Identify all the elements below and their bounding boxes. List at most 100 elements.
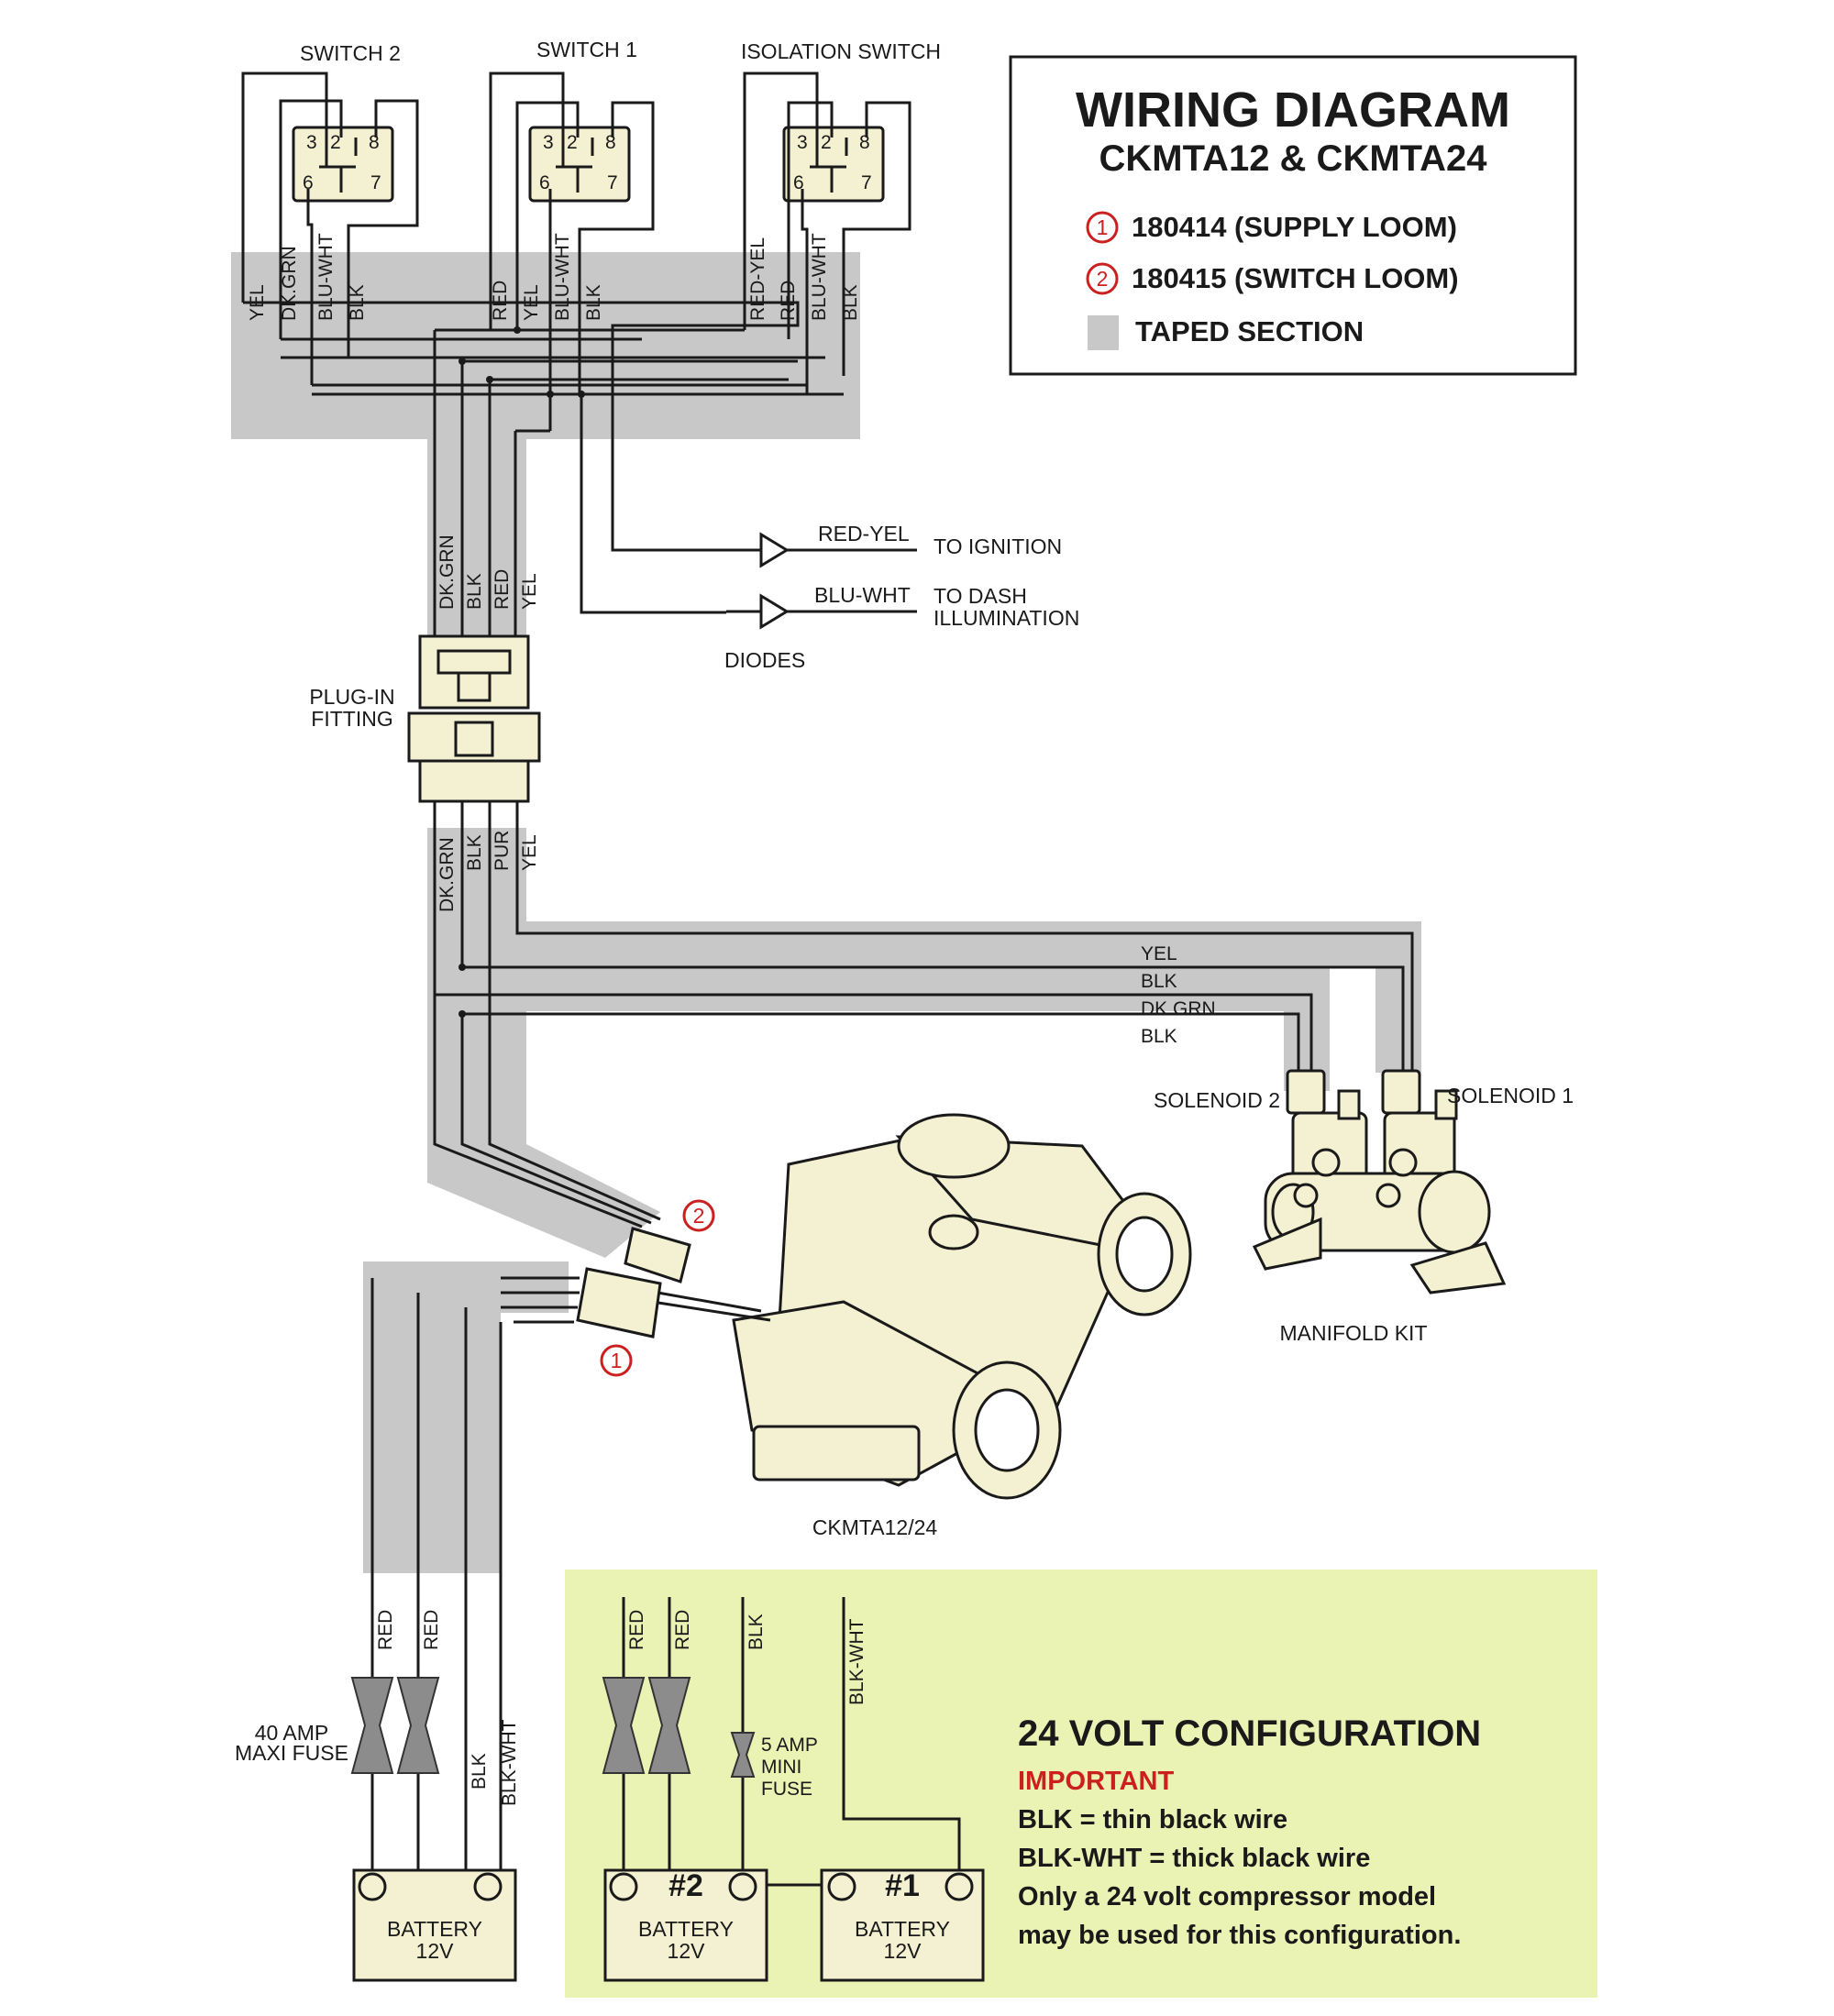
- switch-pin: 6: [303, 172, 314, 193]
- solenoid-1-label: SOLENOID 1: [1447, 1084, 1574, 1107]
- legend-subtitle: CKMTA12 & CKMTA24: [1099, 138, 1488, 179]
- switch-pin: 8: [605, 132, 616, 153]
- loom-2-marker: 2: [693, 1204, 705, 1228]
- legend-marker: 2: [1097, 267, 1109, 291]
- upper-harness-labels: DK.GRN BLK RED YEL: [436, 534, 540, 610]
- wire-label: BLK: [347, 284, 368, 321]
- wire-label: BLK: [746, 1614, 767, 1650]
- wire-label: BLU-WHT: [809, 233, 830, 321]
- switch-pin: 3: [797, 132, 808, 153]
- wire-label: RED: [375, 1610, 396, 1650]
- legend-item: 180415 (SWITCH LOOM): [1132, 262, 1459, 294]
- config24-note: Only a 24 volt compressor model: [1018, 1882, 1436, 1911]
- battery-label-line1: BATTERY: [638, 1917, 734, 1941]
- wire-label: PUR: [492, 831, 513, 871]
- switch-pin: 7: [607, 172, 618, 193]
- manifold-label: MANIFOLD KIT: [1279, 1321, 1427, 1345]
- isolation-switch: ISOLATION SWITCH 3 2 8 6 7: [741, 39, 941, 394]
- wire-label: RED: [626, 1610, 647, 1650]
- mini-fuse-line2: MINI: [761, 1757, 801, 1778]
- wire-label: YEL: [247, 284, 268, 321]
- wire-label: BLK-WHT: [499, 1719, 520, 1806]
- manifold-kit: SOLENOID 2 SOLENOID 1 MANIFOLD KIT: [1154, 1069, 1574, 1345]
- loom-connectors: 2 1: [501, 1199, 715, 1377]
- lower-harness: DK.GRN BLK PUR YEL YEL BLK DK.GRN BLK: [433, 801, 1414, 1228]
- wire-label: RED: [492, 569, 513, 610]
- diode-wire-label: BLU-WHT: [814, 583, 911, 607]
- config24-note: may be used for this configuration.: [1018, 1921, 1461, 1950]
- config24-note: BLK-WHT = thick black wire: [1018, 1844, 1370, 1873]
- switch-name: SWITCH 1: [536, 38, 637, 61]
- battery-number: #2: [668, 1868, 703, 1903]
- wire-label: RED-YEL: [747, 237, 768, 321]
- switch-pin: 2: [567, 132, 578, 153]
- legend: WIRING DIAGRAM CKMTA12 & CKMTA24 1 18041…: [1009, 55, 1577, 376]
- battery-label-line1: BATTERY: [855, 1917, 950, 1941]
- loom-1-marker: 1: [611, 1349, 623, 1372]
- battery-number: #1: [885, 1868, 920, 1903]
- mini-fuse-line1: 5 AMP: [761, 1735, 818, 1756]
- wire-label: RED: [778, 281, 799, 321]
- wire-label: DK.GRN: [436, 837, 458, 912]
- wire-label: BLK-WHT: [846, 1618, 867, 1705]
- diode-destination: TO IGNITION: [934, 534, 1062, 558]
- switch-pin: 8: [369, 132, 380, 153]
- fuse-label-line1: 40 AMP: [255, 1721, 329, 1745]
- wire-label: BLK: [1141, 971, 1177, 992]
- switch-pin: 3: [543, 132, 554, 153]
- wire-label: RED: [421, 1610, 442, 1650]
- wire-label: BLK: [464, 834, 485, 871]
- diode-destination: TO DASH: [934, 584, 1027, 608]
- switch-2: SWITCH 2 3 2 8 6 7: [241, 41, 419, 385]
- switch-1: SWITCH 1 3 2 8 6 7: [489, 38, 655, 403]
- legend-title: WIRING DIAGRAM: [1076, 83, 1510, 138]
- config12: RED RED BLK BLK-WHT 40 AMP MAXI FUSE BAT…: [235, 1278, 520, 1982]
- switch-pin: 8: [859, 132, 870, 153]
- compressor-label: CKMTA12/24: [812, 1515, 938, 1539]
- wire-label: YEL: [519, 573, 540, 610]
- diode-destination-line2: ILLUMINATION: [934, 606, 1079, 630]
- wire-label: DK.GRN: [436, 534, 458, 610]
- legend-marker: 1: [1097, 215, 1109, 239]
- switch-pin: 3: [306, 132, 317, 153]
- mini-fuse-line3: FUSE: [761, 1779, 812, 1800]
- switch-wire-labels: YEL DK.GRN BLU-WHT BLK RED YEL BLU-WHT B…: [247, 233, 861, 321]
- battery-label-line1: BATTERY: [387, 1917, 482, 1941]
- wire-label: BLK: [583, 284, 604, 321]
- upper-harness-wiring: [243, 301, 844, 636]
- wire-label: RED: [672, 1610, 693, 1650]
- wire-label: BLK: [469, 1753, 490, 1790]
- switch-pin: 2: [330, 132, 341, 153]
- wire-label: YEL: [1141, 943, 1177, 964]
- diode-wire-label: RED-YEL: [818, 522, 910, 545]
- switch-pin: 6: [793, 172, 804, 193]
- wire-label: YEL: [521, 284, 542, 321]
- battery-label-line2: 12V: [668, 1939, 706, 1963]
- wire-label: RED: [490, 281, 511, 321]
- legend-item: 180414 (SUPPLY LOOM): [1132, 211, 1457, 243]
- legend-item: TAPED SECTION: [1135, 315, 1364, 347]
- switch-pin: 7: [861, 172, 872, 193]
- wire-label: DK.GRN: [1141, 998, 1216, 1019]
- fuse-label-line2: MAXI FUSE: [235, 1741, 348, 1765]
- switch-pin: 2: [821, 132, 832, 153]
- wire-label: DK.GRN: [279, 246, 300, 321]
- wire-label: BLK: [464, 573, 485, 610]
- switch-name: SWITCH 2: [300, 41, 401, 65]
- plug-label-line1: PLUG-IN: [309, 685, 394, 709]
- wire-label: BLU-WHT: [315, 233, 337, 321]
- battery-label-line2: 12V: [416, 1939, 455, 1963]
- battery-label-line2: 12V: [884, 1939, 923, 1963]
- diodes: RED-YEL TO IGNITION BLU-WHT TO DASH ILLU…: [613, 522, 1079, 672]
- wire-label: BLK: [840, 284, 861, 321]
- wire-label: YEL: [519, 834, 540, 871]
- config24-note: BLK = thin black wire: [1018, 1805, 1287, 1834]
- switch-name: ISOLATION SWITCH: [741, 39, 941, 63]
- compressor: CKMTA12/24: [595, 1113, 1192, 1539]
- config24-important: IMPORTANT: [1018, 1767, 1175, 1796]
- config24-title: 24 VOLT CONFIGURATION: [1018, 1713, 1481, 1754]
- switch-pin: 6: [539, 172, 550, 193]
- diodes-label: DIODES: [724, 648, 805, 672]
